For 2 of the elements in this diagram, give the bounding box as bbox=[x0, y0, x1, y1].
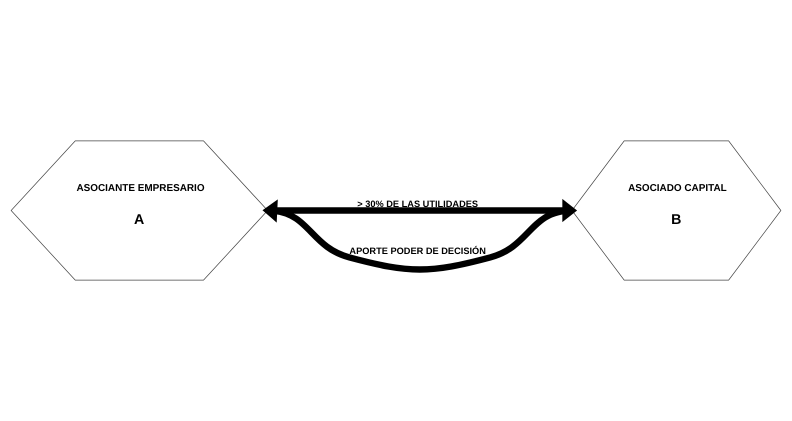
edge-label: > 30% DE LAS UTILIDADES bbox=[357, 199, 478, 210]
edge-label: APORTE PODER DE DECISIÓN bbox=[349, 246, 486, 256]
